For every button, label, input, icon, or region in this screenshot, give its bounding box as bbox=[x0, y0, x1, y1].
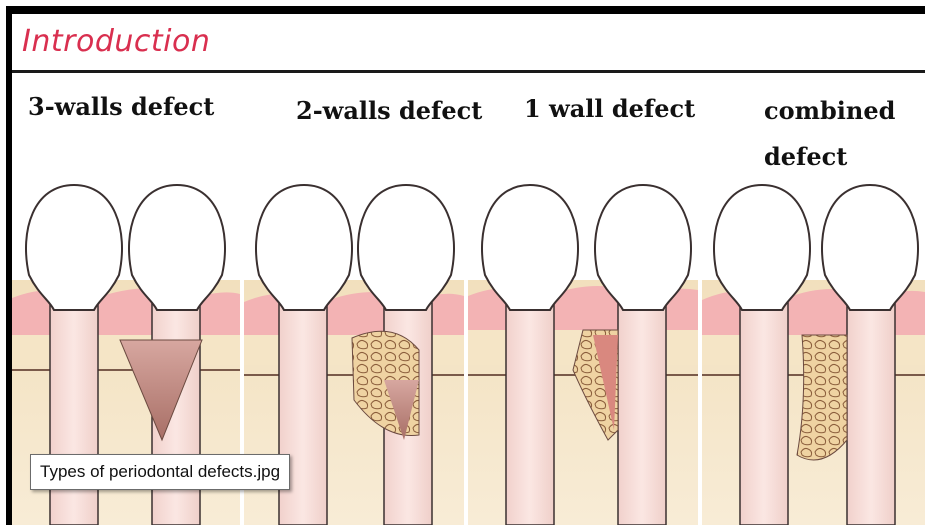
label-1-wall-defect: 1 wall defect bbox=[524, 94, 695, 123]
header-rule bbox=[12, 70, 925, 73]
slide-title: Introduction bbox=[22, 24, 210, 59]
image-tooltip: Types of periodontal defects.jpg bbox=[30, 454, 290, 490]
label-3-walls-defect: 3-walls defect bbox=[28, 92, 214, 121]
label-defect: defect bbox=[764, 142, 847, 171]
panel-combined bbox=[702, 185, 925, 525]
top-border bbox=[6, 6, 925, 14]
label-combined: combined bbox=[764, 96, 895, 125]
panel-1-wall bbox=[468, 185, 698, 525]
label-2-walls-defect: 2-walls defect bbox=[296, 96, 482, 125]
